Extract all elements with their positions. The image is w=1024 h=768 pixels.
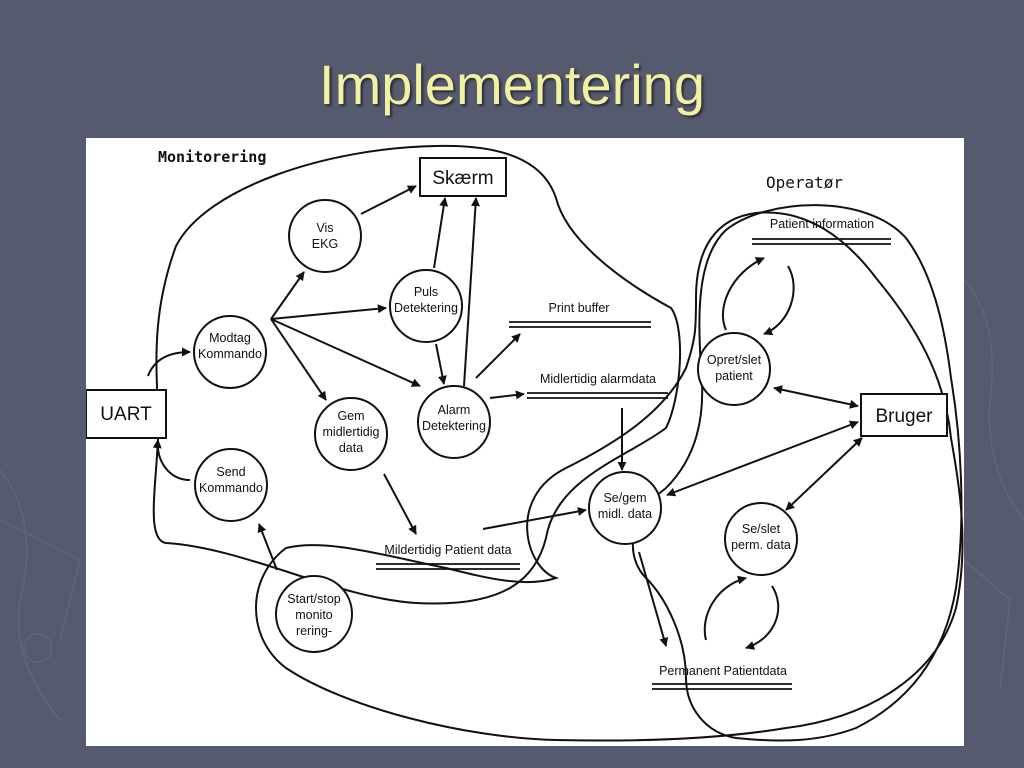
se-gem-process bbox=[588, 471, 662, 545]
start-stop-process bbox=[275, 575, 353, 653]
start-stop-label-1: Start/stop bbox=[287, 592, 341, 606]
skaerm-box bbox=[419, 157, 507, 197]
start-stop-boundary bbox=[255, 211, 964, 742]
monitorering-label: Monitorering bbox=[158, 148, 266, 166]
print-buffer-label: Print buffer bbox=[549, 301, 610, 315]
midl-alarm-label: Midlertidig alarmdata bbox=[540, 372, 656, 386]
se-gem-label-2: midl. data bbox=[598, 507, 652, 521]
operator-label: Operatør bbox=[766, 173, 843, 192]
flow-arrows bbox=[147, 185, 863, 650]
puls-label-1: Puls bbox=[414, 285, 438, 299]
send-process bbox=[194, 448, 268, 522]
se-slet-process bbox=[724, 502, 798, 576]
vis-ekg-process bbox=[288, 199, 362, 273]
uart-box bbox=[86, 389, 167, 439]
opret-slet-label-1: Opret/slet bbox=[707, 353, 762, 367]
bruger-box bbox=[860, 393, 948, 437]
data-flow-diagram: Monitorering Operatør UART Skærm Bruger … bbox=[86, 144, 964, 742]
alarm-process bbox=[417, 385, 491, 459]
send-label-1: Send bbox=[216, 465, 245, 479]
patient-info-label: Patient information bbox=[770, 217, 874, 231]
modtag-label-1: Modtag bbox=[209, 331, 251, 345]
se-slet-label-1: Se/slet bbox=[742, 522, 781, 536]
diagram-panel: Monitorering Operatør UART Skærm Bruger … bbox=[86, 138, 964, 746]
gem-label-2: midlertidig bbox=[323, 425, 380, 439]
gem-label-3: data bbox=[339, 441, 363, 455]
bruger-label: Bruger bbox=[875, 406, 933, 427]
vis-ekg-label-1: Vis bbox=[316, 221, 333, 235]
skaerm-label: Skærm bbox=[432, 168, 493, 189]
operator-boundary bbox=[632, 204, 963, 742]
midl-patient-label: Mildertidig Patient data bbox=[384, 543, 511, 557]
opret-slet-label-2: patient bbox=[715, 369, 753, 383]
permanent-label: Permanent Patientdata bbox=[659, 664, 787, 678]
puls-label-2: Detektering bbox=[394, 301, 458, 315]
se-slet-label-2: perm. data bbox=[731, 538, 791, 552]
gem-label-1: Gem bbox=[337, 409, 364, 423]
modtag-label-2: Kommando bbox=[198, 347, 262, 361]
alarm-label-1: Alarm bbox=[438, 403, 471, 417]
alarm-label-2: Detektering bbox=[422, 419, 486, 433]
se-gem-label-1: Se/gem bbox=[603, 491, 646, 505]
slide-title: Implementering bbox=[319, 53, 705, 116]
send-label-2: Kommando bbox=[199, 481, 263, 495]
start-stop-label-3: rering- bbox=[296, 624, 332, 638]
start-stop-label-2: monito bbox=[295, 608, 333, 622]
monitorering-boundary bbox=[152, 144, 682, 605]
vis-ekg-label-2: EKG bbox=[312, 237, 338, 251]
modtag-process bbox=[193, 315, 267, 389]
gem-process bbox=[314, 397, 388, 471]
opret-slet-process bbox=[697, 332, 771, 406]
uart-label: UART bbox=[100, 404, 152, 425]
puls-process bbox=[389, 269, 463, 343]
